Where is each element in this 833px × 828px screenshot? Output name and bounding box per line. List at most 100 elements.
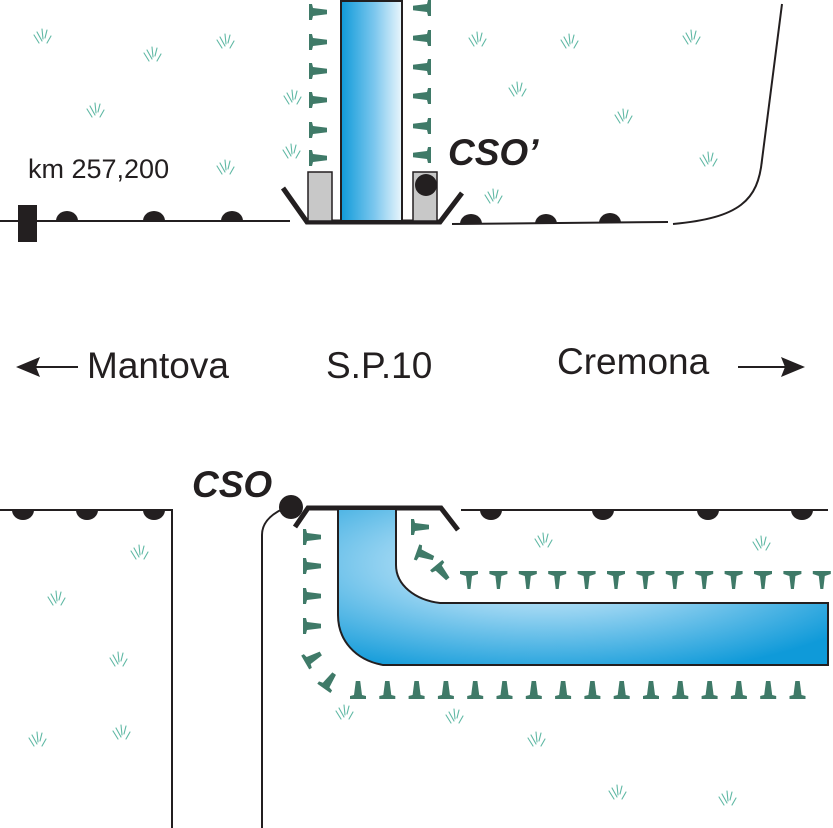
traffic-cone-icon [309,92,327,108]
traffic-cone-icon [379,681,396,699]
traffic-cone-icon [303,618,321,634]
traffic-cone-icon [408,681,425,699]
traffic-cone-icon [672,681,689,699]
grass-tuft-icon [614,108,633,124]
grass-tuft-icon [109,651,128,667]
km-marker-post-icon [18,205,37,242]
cso-prime-label: CSO’ [448,132,539,173]
direction-cremona: Cremona [557,341,710,382]
excavation-vertical [280,0,464,225]
traffic-cone-icon [730,681,747,699]
traffic-cone-icon [701,681,718,699]
excavation-l-shaped [261,495,829,828]
road-name: S.P.10 [326,345,432,386]
manhole-dot-icon [143,211,165,221]
traffic-cone-icon [309,122,327,138]
grass-tuft-icon [682,29,701,45]
traffic-cone-icon [350,681,366,699]
traffic-cone-icon [413,147,431,163]
grass-tuft-icon [282,143,301,159]
traffic-cone-icon [548,571,567,589]
traffic-cone-icon [789,681,806,699]
grass-tuft-icon [143,46,162,62]
traffic-cone-icon [555,681,572,699]
manhole-dot-icon [697,510,719,520]
direction-mantova: Mantova [87,345,229,386]
grass-tuft-icon [527,731,546,747]
manhole-dot-icon [143,510,165,520]
grass-tuft-icon [718,790,737,806]
traffic-cone-icon [754,571,772,589]
grass-tuft-icon [86,102,105,118]
traffic-cone-icon [584,681,601,699]
manhole-dot-icon [76,510,98,520]
grass-tuft-icon [112,724,131,740]
grass-tuft-icon [445,708,464,724]
grass-tuft-icon [283,89,302,105]
traffic-cone-icon [309,150,327,166]
road-edge-top-left [0,205,290,242]
traffic-cone-icon [413,0,431,16]
grass-tuft-icon [335,704,354,720]
grass-tuft-icon [47,590,66,606]
arrow-right-icon [738,357,805,377]
traffic-cone-icon [303,558,321,574]
grass-tuft-icon [608,784,627,800]
grass-tuft-icon [468,31,487,47]
grass-tuft-icon [484,188,503,204]
traffic-cone-icon [518,571,537,589]
traffic-cone-icon [411,519,429,535]
grass-tuft-icon [752,535,771,551]
traffic-cone-icon [812,571,831,589]
road-edge-bottom-right [461,509,828,520]
grass-tuft-icon [216,159,235,175]
traffic-cone-icon [413,59,431,75]
traffic-cone-icon [636,571,655,589]
traffic-cone-icon [665,571,684,589]
grass-tuft-icon [130,544,149,560]
cso-label: CSO [192,464,272,505]
manhole-dot-icon [791,510,813,520]
manhole-dot-icon [221,211,243,221]
grass-tuft-icon [216,33,235,49]
traffic-cone-icon [413,118,431,134]
grass-tuft-icon [28,731,47,747]
manhole-dot-icon [480,510,502,520]
traffic-cone-icon [317,669,341,693]
manhole-dot-icon [592,510,614,520]
cso-manhole-icon [279,495,303,519]
traffic-cone-icon [301,646,325,670]
km-marker-label: km 257,200 [28,154,169,184]
manhole-dot-icon [599,213,621,223]
manhole-dot-icon [535,214,557,224]
barrier-block [307,171,333,222]
traffic-cone-icon [607,571,625,589]
traffic-cone-icon [643,681,659,699]
traffic-cone-icon [413,544,437,566]
traffic-cone-icon [309,63,327,79]
traffic-cone-icon [760,681,777,699]
grass-tuft-icon [699,151,718,167]
traffic-cone-icon [303,529,321,545]
cso-prime-manhole-icon [415,174,437,196]
grass-tuft-icon [508,81,527,97]
grass-tuft-icon [560,33,579,49]
traffic-cone-icon [303,588,321,604]
traffic-cone-icon [467,681,484,699]
traffic-cone-icon [430,559,454,585]
manhole-dot-icon [12,510,34,520]
traffic-cone-icon [413,88,431,104]
traffic-cone-icon [309,34,327,50]
traffic-cone-icon [309,4,327,20]
manhole-dot-icon [460,214,482,224]
traffic-cone-icon [413,30,431,46]
traffic-cone-icon [460,571,478,589]
traffic-cone-icon [783,571,802,589]
grass-tuft-icon [534,532,553,548]
traffic-cone-icon [613,681,630,699]
traffic-cone-icon [437,681,454,699]
grass-tuft-icon [33,28,52,44]
arrow-left-icon [16,357,78,377]
